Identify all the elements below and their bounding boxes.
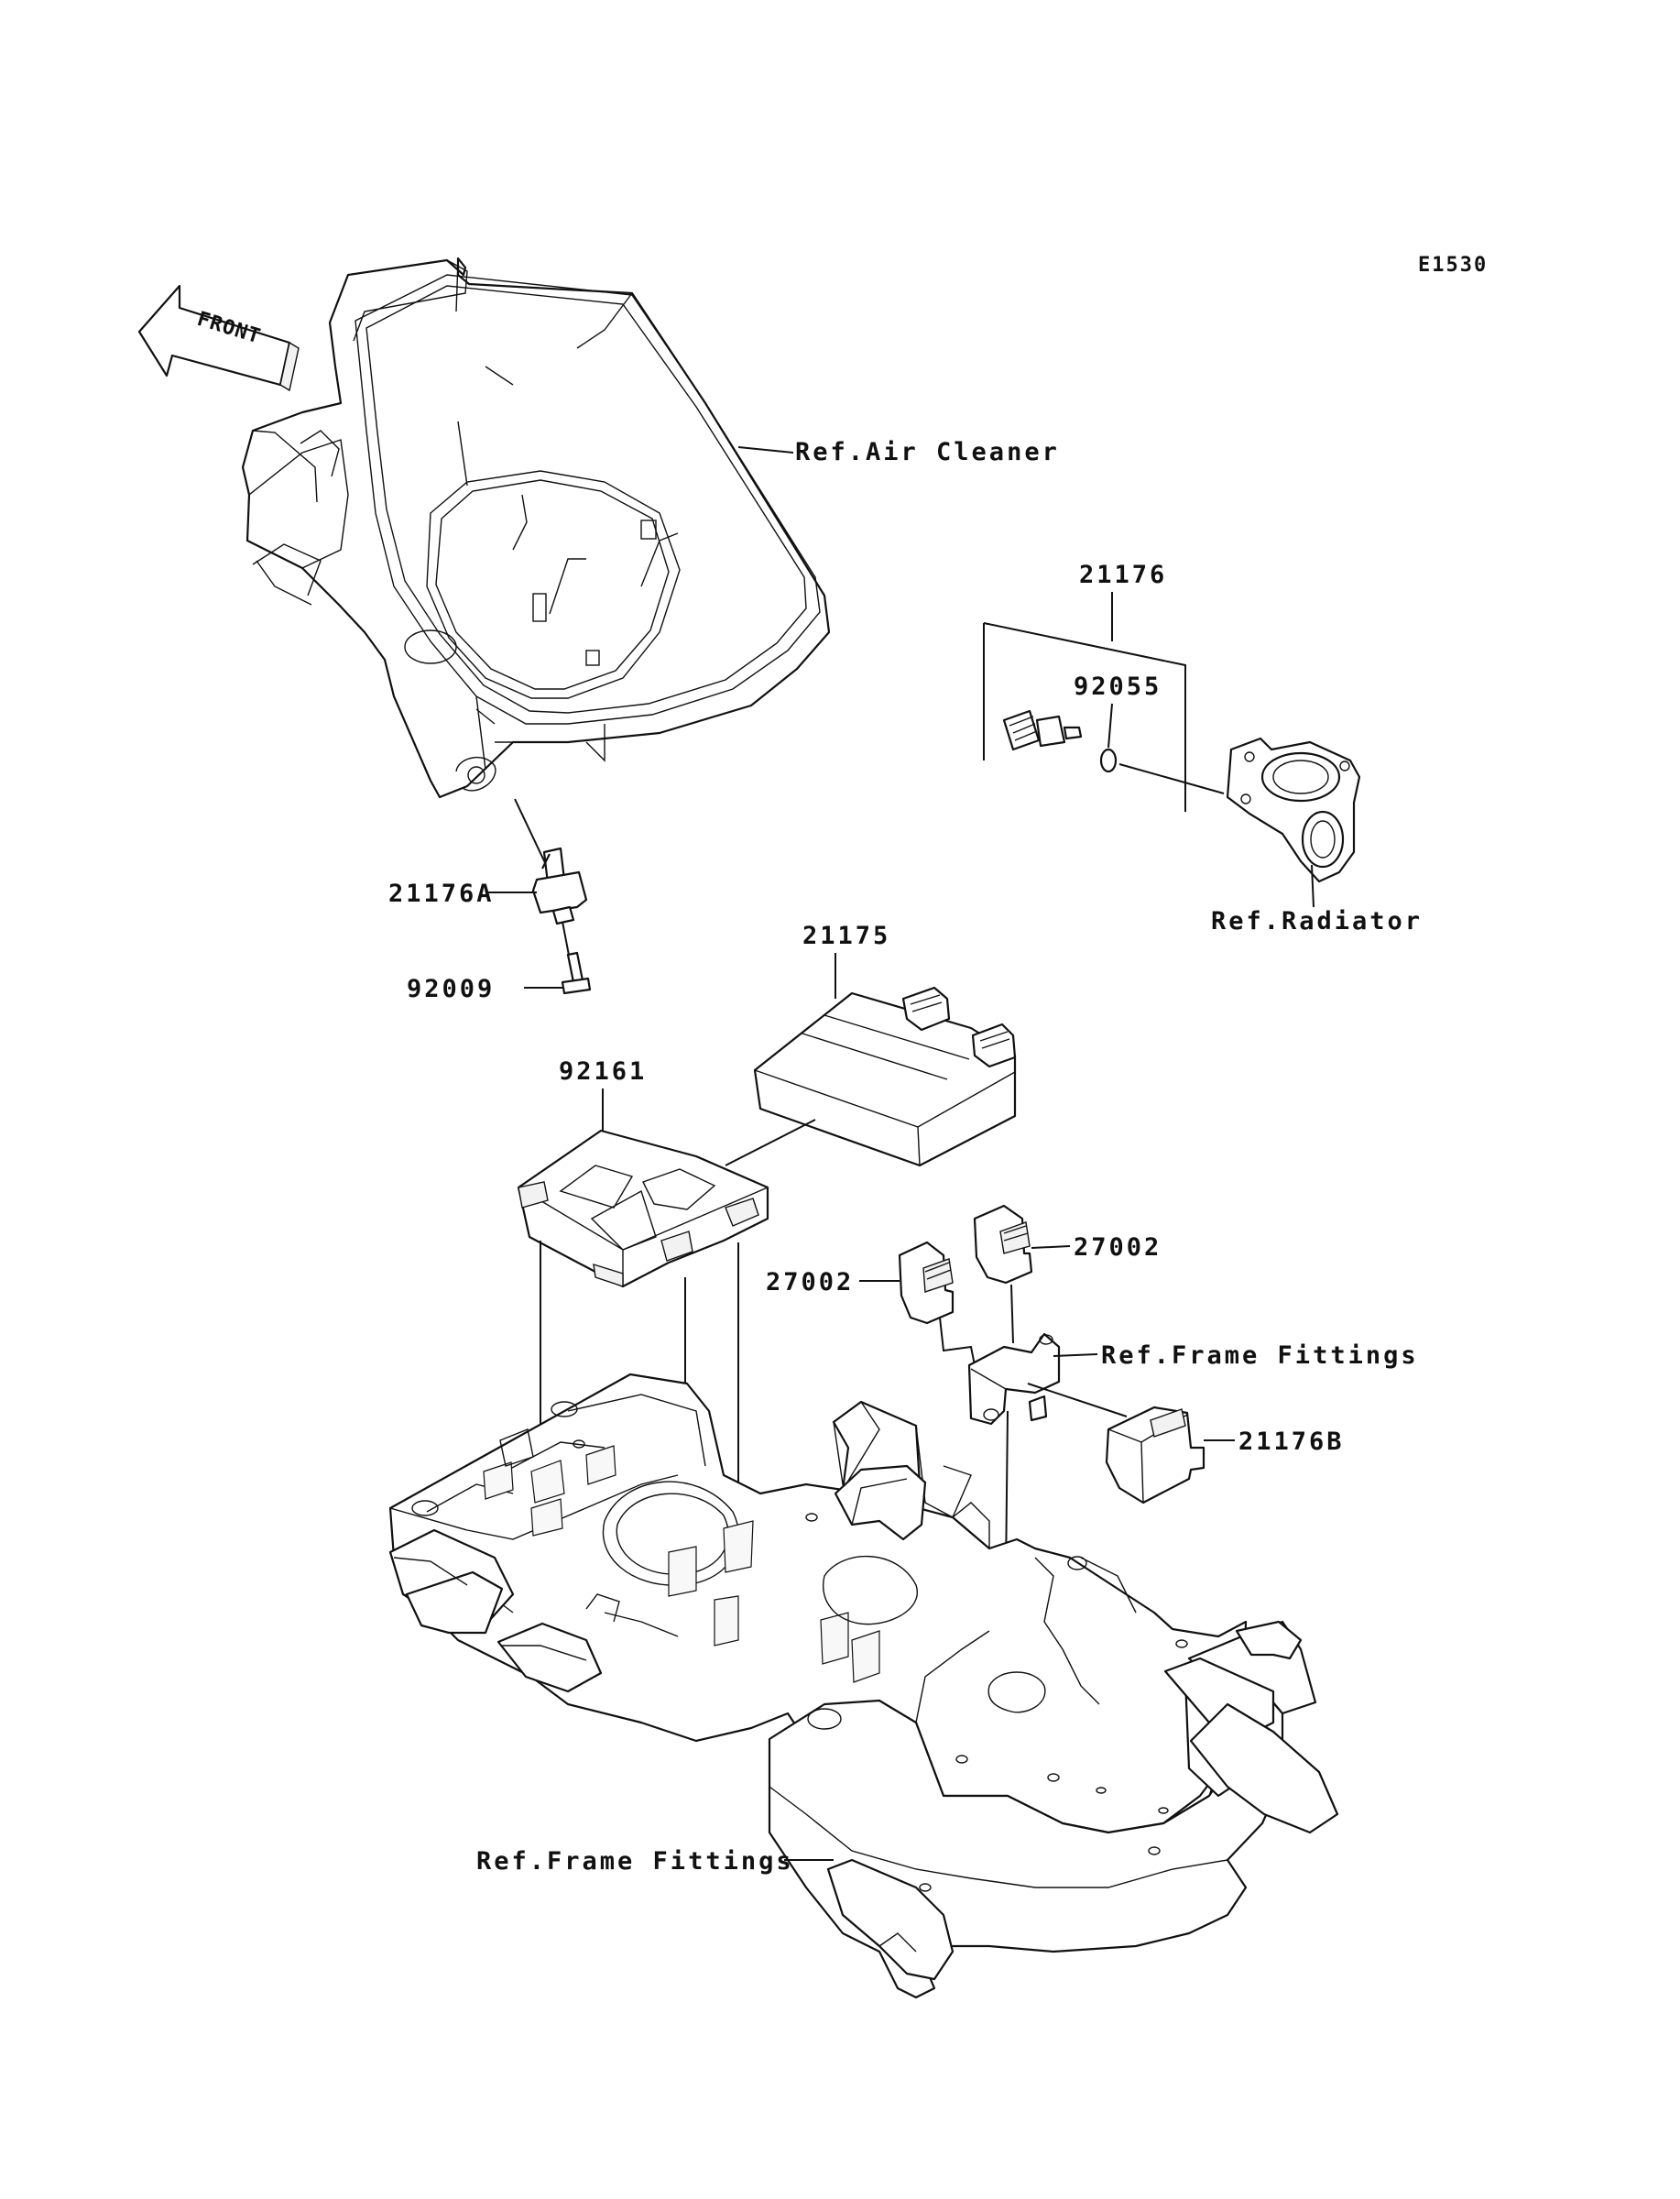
bracket-21176 — [983, 622, 1186, 812]
label-92055: 92055 — [1074, 673, 1162, 701]
label-ref-frame-fittings-upper: Ref.Frame Fittings — [1101, 1341, 1419, 1370]
frame-tray — [388, 1373, 1248, 1834]
label-21176A: 21176A — [388, 880, 495, 908]
label-27002-left: 27002 — [766, 1268, 854, 1296]
guide-bracket-to-relay — [1027, 1383, 1128, 1417]
front-arrow-icon: FRONT — [137, 284, 300, 392]
frame-hook-upper — [834, 1464, 927, 1541]
ecu-21175 — [753, 986, 1017, 1167]
leader-o-ring — [1118, 763, 1225, 794]
label-92161: 92161 — [559, 1057, 647, 1086]
o-ring-92055 — [1099, 748, 1118, 773]
frame-rail-left — [388, 1528, 603, 1693]
label-21175: 21175 — [802, 922, 890, 950]
label-21176B: 21176B — [1238, 1428, 1345, 1456]
leader-21176A-up — [514, 798, 549, 870]
rear-skid-plate — [826, 1702, 1339, 1981]
guide-27002-right — [1010, 1284, 1014, 1344]
leader-ecu-to-holder — [725, 1119, 816, 1166]
frame-fitting-bracket — [967, 1332, 1061, 1426]
air-cleaner-housing — [241, 257, 831, 799]
leader-92055 — [1107, 703, 1113, 749]
label-27002-right: 27002 — [1074, 1233, 1162, 1262]
leader-air-cleaner — [737, 446, 794, 454]
label-ref-frame-fittings-lower: Ref.Frame Fittings — [476, 1847, 794, 1876]
leader-radiator — [1311, 864, 1315, 908]
leader-27002-right — [1031, 1245, 1071, 1249]
relay-21176B — [1105, 1406, 1205, 1504]
bolt-92009 — [561, 951, 592, 995]
sensor-21176A — [531, 847, 588, 925]
label-21176: 21176 — [1079, 561, 1167, 589]
connector-27002-right — [973, 1204, 1033, 1285]
label-ref-air-cleaner: Ref.Air Cleaner — [795, 438, 1060, 466]
connector-27002-left — [898, 1241, 955, 1325]
guide-27002-left — [939, 1317, 977, 1375]
sensor-21176 — [1002, 709, 1083, 751]
radiator-fitting — [1226, 737, 1361, 883]
diagram-code: E1530 — [1418, 254, 1488, 277]
label-92009: 92009 — [407, 975, 495, 1003]
leader-frame-fittings-upper — [1053, 1353, 1098, 1357]
ecu-holder-92161 — [517, 1129, 769, 1288]
label-ref-radiator: Ref.Radiator — [1211, 907, 1423, 935]
